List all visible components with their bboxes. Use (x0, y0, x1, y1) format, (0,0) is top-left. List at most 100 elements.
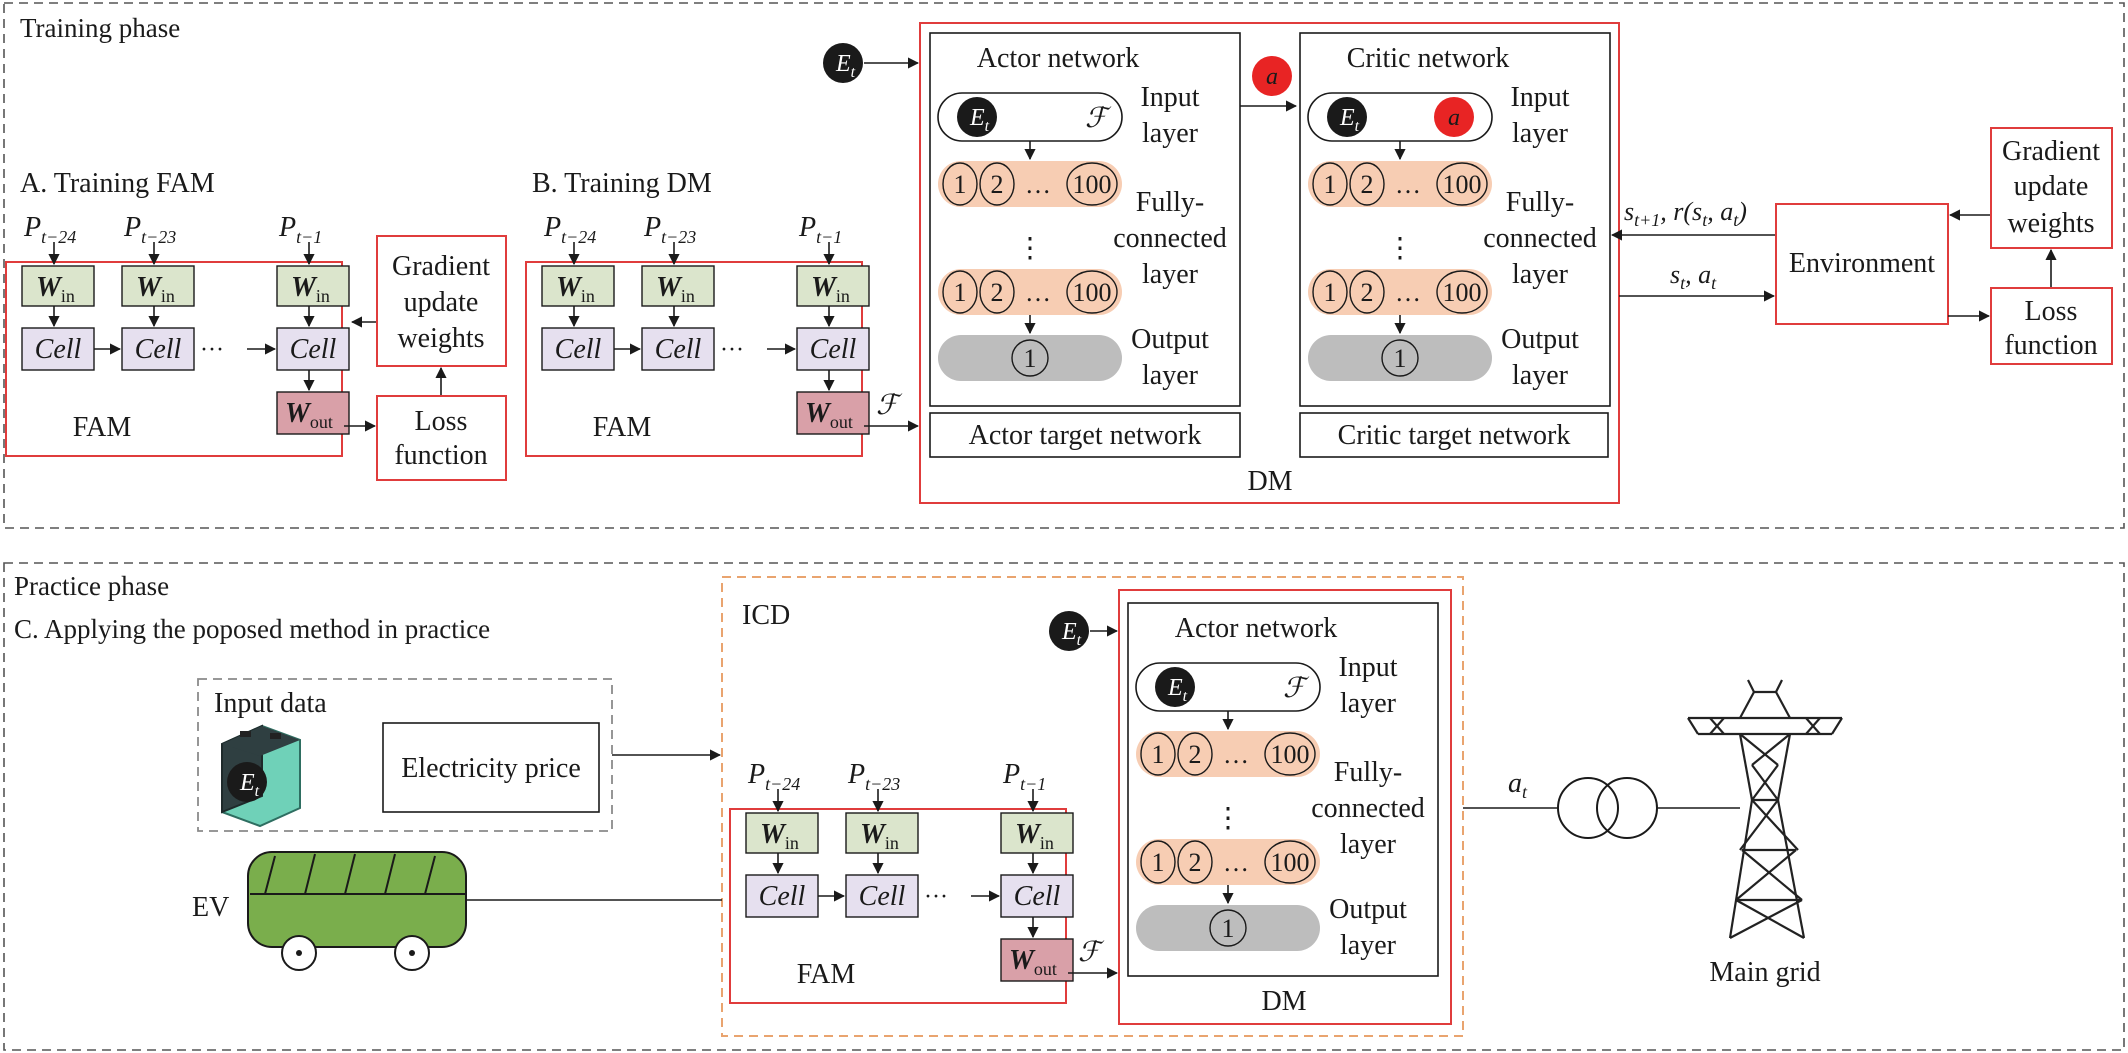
fc-node-label-actor-0-0: 1 (954, 170, 967, 199)
output-node-label-critic: 1 (1394, 344, 1407, 373)
training-phase-frame (3, 2, 2125, 529)
fc-node-label-actor-0-2: … (1025, 170, 1051, 199)
loss-line1-a: Loss (415, 406, 468, 437)
fam-input-b-2: Pt−1 (798, 212, 842, 247)
output-node-actor-practice (1209, 909, 1247, 947)
fam-dots-a: ··· (200, 337, 224, 363)
fc-layer-l3-critic: layer (1512, 259, 1569, 290)
fc-row-actor-1 (938, 269, 1122, 315)
fc-node-label-actor-1-3: 100 (1073, 278, 1112, 307)
dm-training-box (919, 22, 1620, 504)
wout-box-b (796, 391, 870, 435)
et-node-battery (227, 762, 267, 802)
output-node-critic (1381, 339, 1419, 377)
input-layer-l2-actor-practice: layer (1340, 688, 1397, 719)
fc-node-actor-practice-1-0 (1140, 840, 1176, 884)
cell-label-b-1: Cell (655, 334, 702, 365)
win-label-a-1: Win (136, 272, 175, 306)
fc-node-actor-0-1 (979, 162, 1015, 206)
fc-node-actor-1-3 (1066, 270, 1118, 314)
action-node-a (1252, 56, 1292, 96)
cell-box-c-1 (845, 874, 919, 918)
fam-label-a: FAM (73, 412, 132, 443)
fc-node-label-actor-practice-0-2: … (1223, 740, 1249, 769)
fc-node-label-critic-1-0: 1 (1324, 278, 1337, 307)
wout-box-a (276, 391, 350, 435)
win-label-b-2: Win (811, 272, 850, 306)
cell-box-b-1 (641, 327, 715, 371)
output-layer-l1-actor: Output (1131, 324, 1209, 355)
fam-input-c-2: Pt−1 (1002, 759, 1046, 794)
f-symbol-b: ℱ (876, 390, 903, 421)
cell-box-a-1 (121, 327, 195, 371)
icd-label: ICD (742, 600, 790, 631)
fc-layer-l2-actor-practice: connected (1311, 793, 1425, 824)
output-layer-l2-critic: layer (1512, 360, 1569, 391)
output-layer-l1-actor-practice: Output (1329, 894, 1407, 925)
win-box-c-1 (845, 812, 919, 854)
fam-block-b: Pt−24WinCellPt−23WinCellPt−1WinCell···Wo… (525, 212, 870, 457)
fc-node-label-actor-1-0: 1 (954, 278, 967, 307)
win-box-a-0 (21, 265, 95, 307)
fc-node-label-critic-0-3: 100 (1443, 170, 1482, 199)
section-a-title: A. Training FAM (20, 168, 215, 199)
fc-vdots-critic: ⋮ (1386, 233, 1414, 264)
cell-box-c-0 (745, 874, 819, 918)
et-node-critic-text: Et (1339, 105, 1360, 135)
et-text-battery: Et (239, 770, 260, 800)
win-box-c-2 (1000, 812, 1074, 854)
fc-row-actor-0 (938, 161, 1122, 207)
cell-box-c-2 (1000, 874, 1074, 918)
win-box-b-2 (796, 265, 870, 307)
cell-label-b-0: Cell (555, 334, 602, 365)
loss-function-box-a (376, 395, 507, 481)
output-row-critic (1308, 335, 1492, 381)
fc-node-actor-1-0 (942, 270, 978, 314)
fc-node-actor-practice-1-3 (1264, 840, 1316, 884)
win-box-a-1 (121, 265, 195, 307)
wout-label-c: Wout (1009, 945, 1057, 979)
section-c-title: C. Applying the poposed method in practi… (14, 614, 490, 644)
fam-dots-c: ··· (924, 884, 948, 910)
gradient-update-line3-a: weights (397, 323, 484, 354)
gradient-update-line2-a: update (404, 287, 479, 318)
fc-row-actor-practice-0 (1136, 731, 1320, 777)
fam-block-a: Pt−24WinCellPt−23WinCellPt−1WinCell···Wo… (5, 212, 350, 457)
cell-label-c-0: Cell (759, 881, 806, 912)
fc-node-label-critic-1-3: 100 (1443, 278, 1482, 307)
cell-label-a-2: Cell (290, 334, 337, 365)
fc-row-actor-practice-1 (1136, 839, 1320, 885)
fc-node-critic-1-0 (1312, 270, 1348, 314)
gradient-update-line3-env: weights (2007, 208, 2094, 239)
fc-node-label-actor-0-3: 100 (1073, 170, 1112, 199)
net-title-actor-practice: Actor network (1175, 613, 1338, 644)
a-node-critic (1434, 97, 1474, 137)
input-layer-l2-critic: layer (1512, 118, 1569, 149)
fc-node-label-actor-practice-1-1: 2 (1189, 848, 1202, 877)
win-label-c-0: Win (760, 819, 799, 853)
win-box-c-0 (745, 812, 819, 854)
fc-node-label-actor-practice-1-0: 1 (1152, 848, 1165, 877)
practice-phase-frame (3, 562, 2125, 1051)
et-text-dm-training: Et (835, 51, 856, 81)
electricity-price-box (382, 722, 600, 813)
fc-node-critic-0-3 (1436, 162, 1488, 206)
ev-bus-icon (247, 851, 467, 971)
fc-node-label-actor-0-1: 2 (991, 170, 1004, 199)
wout-box-c (1000, 938, 1074, 982)
wout-label-b: Wout (805, 398, 853, 432)
win-label-a-0: Win (36, 272, 75, 306)
fam-input-c-0: Pt−24 (747, 759, 800, 794)
win-box-b-0 (541, 265, 615, 307)
cell-box-a-2 (276, 327, 350, 371)
electricity-price-label: Electricity price (401, 753, 581, 784)
fam-dots-b: ··· (720, 337, 744, 363)
section-b-title: B. Training DM (532, 168, 712, 199)
transmission-tower-icon (1687, 679, 1843, 939)
a-node-text-critic: a (1448, 105, 1460, 131)
fam-input-a-2: Pt−1 (278, 212, 322, 247)
main-grid-label: Main grid (1709, 957, 1820, 988)
fc-node-critic-0-0 (1312, 162, 1348, 206)
